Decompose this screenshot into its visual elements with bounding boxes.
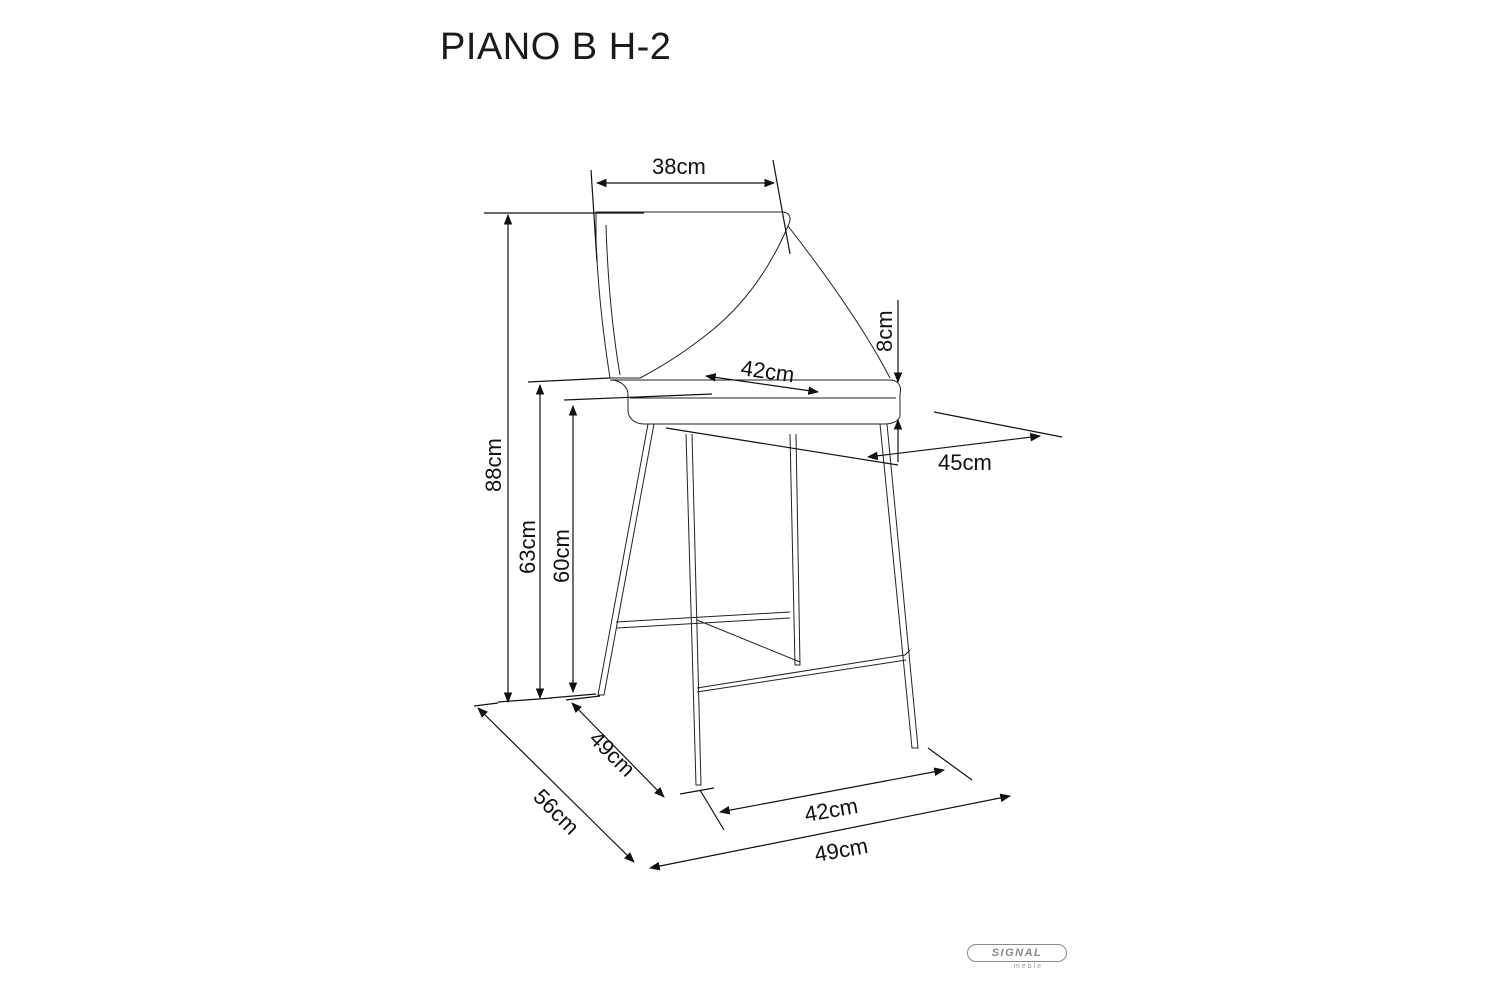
- chair-backrest-side: [787, 225, 891, 379]
- brand-logo-sub: meble: [1013, 963, 1043, 970]
- label-backrest-width: 38cm: [652, 154, 706, 179]
- dim-line-total-depth: [477, 707, 635, 863]
- dim-line-seat-width: [704, 373, 820, 395]
- label-backrest-depth: 8cm: [872, 310, 897, 352]
- chair-leg-back-right: [789, 433, 801, 666]
- dim-line-base-depth: [571, 702, 665, 798]
- chair-seat: [609, 379, 901, 425]
- chair-footrest-front: [696, 649, 911, 689]
- label-base-depth: 49cm: [584, 726, 640, 782]
- chair-backrest-seam: [605, 224, 621, 376]
- chair-footrest-cross: [696, 619, 801, 663]
- label-seat-depth: 45cm: [938, 450, 992, 475]
- brand-logo-name: SIGNAL: [967, 944, 1067, 962]
- label-seat-height-front: 63cm: [515, 520, 540, 574]
- chair-leg-front-left: [597, 423, 655, 696]
- dim-line-total-width: [648, 793, 1012, 871]
- label-base-width: 42cm: [803, 793, 860, 827]
- chair-backrest: [595, 211, 791, 379]
- chair-leg-back-left: [685, 433, 702, 786]
- dim-line-seat-depth: [866, 432, 1042, 461]
- chair-outline: [595, 211, 919, 786]
- product-title: PIANO B H-2: [440, 26, 672, 68]
- brand-logo: SIGNAL meble: [967, 944, 1067, 970]
- label-total-height: 88cm: [481, 438, 506, 492]
- label-seat-height: 60cm: [549, 529, 574, 583]
- label-total-depth: 56cm: [528, 784, 584, 840]
- chair-footrest-side: [615, 611, 791, 623]
- chair-footrest-front-inner: [696, 659, 907, 693]
- dimension-lines: [473, 159, 1063, 871]
- chair-leg-front-right: [879, 423, 919, 749]
- label-total-width: 49cm: [813, 833, 870, 867]
